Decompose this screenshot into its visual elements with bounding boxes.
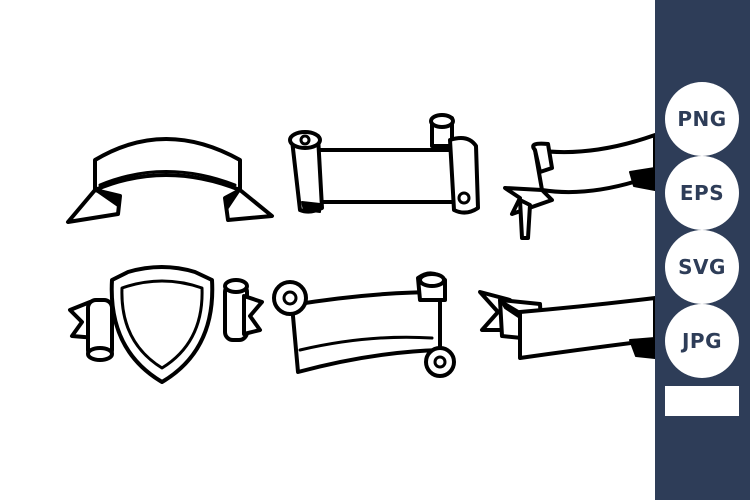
curled-scroll-banner-icon [272,271,456,378]
scroll-banner-icon [288,113,480,215]
clipart-artboard [66,113,657,384]
arched-ribbon-banner-icon [66,137,274,224]
shield-with-scrolls-icon [68,265,264,384]
jpg-format-badge: JPG [665,304,739,378]
blank-label-bar [665,386,739,416]
svg-format-badge: SVG [665,230,739,304]
format-side-panel: PNG EPS SVG JPG [655,0,750,500]
folded-ribbon-banner-icon [478,290,657,360]
png-format-badge: PNG [665,82,739,156]
eps-format-badge: EPS [665,156,739,230]
waving-ribbon-banner-icon [503,133,657,240]
